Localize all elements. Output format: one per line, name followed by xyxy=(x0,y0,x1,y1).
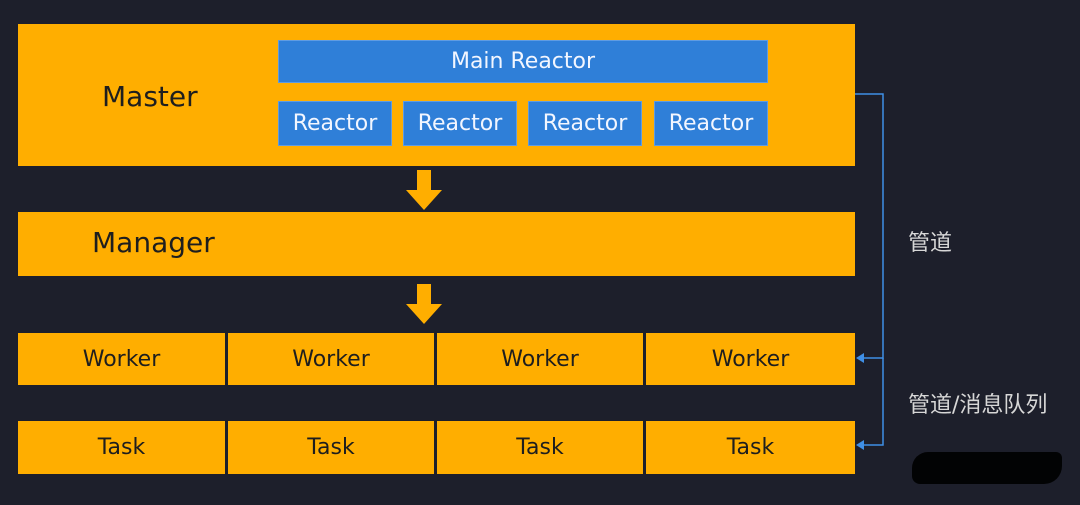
pipe-label: 管道 xyxy=(908,231,953,256)
reactor-label: Reactor xyxy=(417,111,503,136)
main-reactor-box: Main Reactor xyxy=(278,40,768,83)
task-cell: Task xyxy=(18,421,225,474)
down-arrow-icon xyxy=(406,170,442,210)
cell-divider xyxy=(643,421,646,474)
cell-divider xyxy=(643,333,646,385)
task-label: Task xyxy=(726,435,775,460)
cell-divider xyxy=(434,333,437,385)
pipe-queue-label: 管道/消息队列 xyxy=(908,393,1048,418)
main-reactor-label: Main Reactor xyxy=(450,49,596,74)
cell-divider xyxy=(225,333,228,385)
manager-block xyxy=(18,212,855,276)
pipe-connector xyxy=(855,93,884,450)
down-arrow-icon xyxy=(406,284,442,324)
worker-label: Worker xyxy=(711,346,790,372)
reactor-box: Reactor xyxy=(278,101,392,146)
reactor-label: Reactor xyxy=(542,111,628,136)
task-label: Task xyxy=(516,435,564,460)
worker-label: Worker xyxy=(292,346,370,372)
watermark-scribble xyxy=(912,452,1062,484)
task-cell: Task xyxy=(437,421,643,474)
task-label: Task xyxy=(307,435,355,460)
reactor-label: Reactor xyxy=(668,111,754,136)
cell-divider xyxy=(434,421,437,474)
reactor-label: Reactor xyxy=(292,111,378,136)
manager-label: Manager xyxy=(92,226,215,259)
worker-cell: Worker xyxy=(228,333,434,385)
reactor-box: Reactor xyxy=(403,101,517,146)
reactor-box: Reactor xyxy=(654,101,768,146)
master-label: Master xyxy=(102,80,198,113)
cell-divider xyxy=(225,421,228,474)
task-label: Task xyxy=(97,435,146,460)
worker-cell: Worker xyxy=(437,333,643,385)
worker-cell: Worker xyxy=(646,333,855,385)
worker-label: Worker xyxy=(82,346,161,372)
task-cell: Task xyxy=(646,421,855,474)
worker-label: Worker xyxy=(501,346,579,372)
task-cell: Task xyxy=(228,421,434,474)
reactor-box: Reactor xyxy=(528,101,642,146)
worker-cell: Worker xyxy=(18,333,225,385)
